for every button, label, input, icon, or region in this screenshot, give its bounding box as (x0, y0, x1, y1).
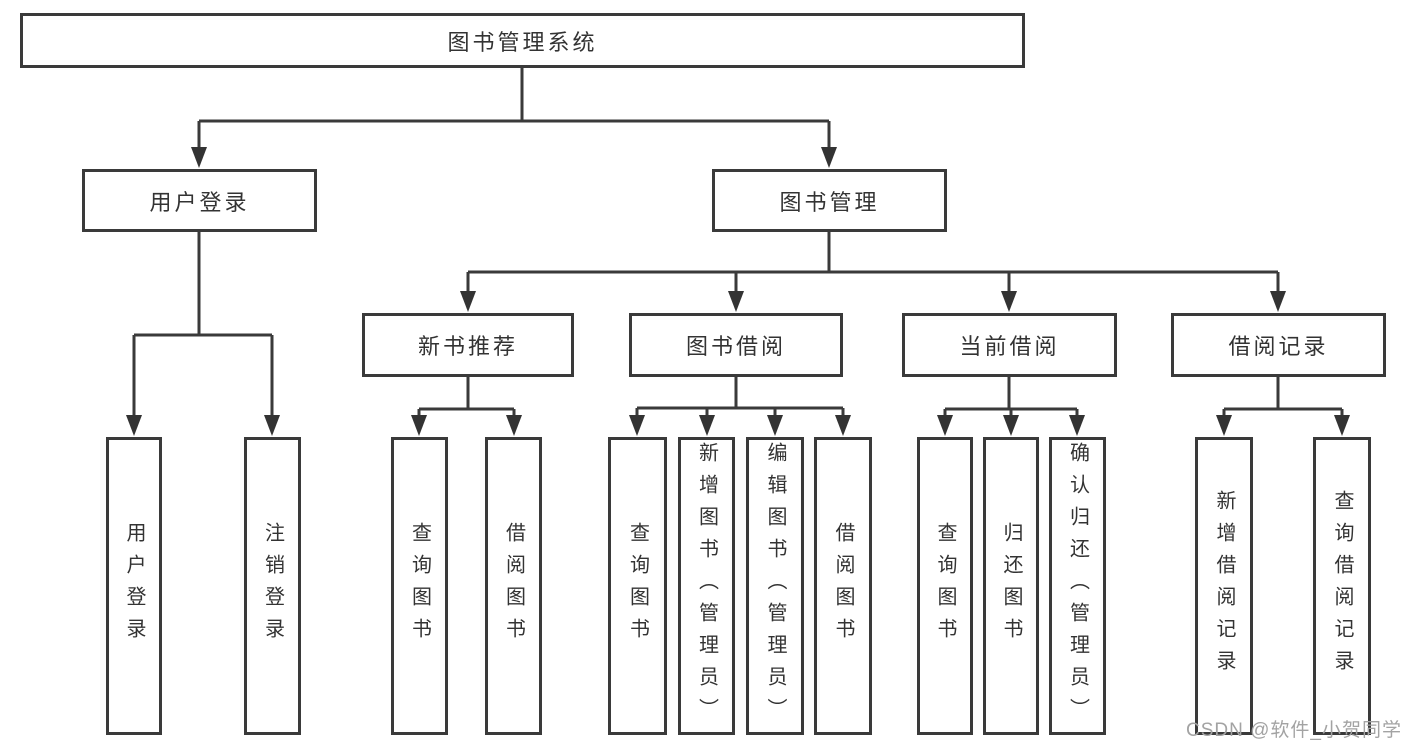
node-label: 图书管理 (779, 189, 880, 215)
node-label: 注销登录 (261, 522, 284, 650)
node-label: 查询图书 (934, 522, 956, 650)
node-label: 新书推荐 (417, 334, 518, 359)
node-label: 图书借阅 (685, 334, 786, 359)
arrowhead (264, 415, 280, 436)
node-user-login-leaf: 用户登录 (106, 437, 162, 735)
arrowhead (1001, 291, 1017, 312)
node-query-book-1: 查询图书 (391, 437, 448, 735)
node-query-book-2: 查询图书 (608, 437, 667, 735)
node-label: 确认归还（管理员） (1066, 442, 1089, 730)
node-borrow-book-1: 借阅图书 (485, 437, 542, 735)
node-label: 归还图书 (1000, 522, 1022, 650)
connector-new-book-rec-to-leaves (411, 377, 522, 436)
connector-current-borrow-to-leaves (937, 377, 1085, 436)
arrowhead (506, 415, 522, 436)
node-label: 当前借阅 (959, 334, 1060, 359)
node-logout-leaf: 注销登录 (244, 437, 301, 735)
connector-root-to-level2 (191, 68, 837, 168)
node-label: 借阅图书 (832, 522, 854, 650)
arrowhead (1270, 291, 1286, 312)
node-label: 图书管理系统 (447, 29, 598, 55)
node-root: 图书管理系统 (20, 13, 1025, 68)
node-label: 查询图书 (626, 522, 649, 650)
node-query-book-3: 查询图书 (917, 437, 973, 735)
connector-book-mgmt-to-level3 (460, 232, 1286, 312)
node-user-login-branch: 用户登录 (82, 169, 317, 232)
arrowhead (728, 291, 744, 312)
watermark: CSDN @软件_小贺同学 (1186, 720, 1402, 741)
connector-user-login-to-leaves (126, 232, 280, 436)
connector-book-borrow-to-leaves (629, 377, 851, 436)
arrowhead (191, 147, 207, 168)
arrowhead (1069, 415, 1085, 436)
node-edit-book: 编辑图书（管理员） (746, 437, 804, 735)
node-book-borrow: 图书借阅 (629, 313, 843, 377)
arrowhead (411, 415, 427, 436)
node-new-book-rec: 新书推荐 (362, 313, 574, 377)
node-label: 用户登录 (149, 189, 250, 215)
node-query-borrow-record: 查询借阅记录 (1313, 437, 1371, 735)
node-label: 查询借阅记录 (1331, 490, 1353, 682)
node-label: 新增借阅记录 (1213, 490, 1235, 682)
node-confirm-return: 确认归还（管理员） (1049, 437, 1106, 735)
arrowhead (821, 147, 837, 168)
arrowhead (937, 415, 953, 436)
node-book-mgmt-branch: 图书管理 (712, 169, 947, 232)
node-label: 新增图书（管理员） (695, 442, 718, 730)
arrowhead (460, 291, 476, 312)
arrowhead (1003, 415, 1019, 436)
arrowhead (835, 415, 851, 436)
node-borrow-book-2: 借阅图书 (814, 437, 872, 735)
arrowhead (126, 415, 142, 436)
node-current-borrow: 当前借阅 (902, 313, 1117, 377)
arrowhead (629, 415, 645, 436)
node-add-book: 新增图书（管理员） (678, 437, 735, 735)
node-label: 查询图书 (408, 522, 431, 650)
arrowhead (1334, 415, 1350, 436)
node-label: 用户登录 (123, 522, 145, 650)
connector-borrow-record-to-leaves (1216, 377, 1350, 436)
arrowhead (699, 415, 715, 436)
arrowhead (1216, 415, 1232, 436)
node-borrow-record: 借阅记录 (1171, 313, 1386, 377)
node-label: 借阅记录 (1228, 334, 1329, 359)
node-add-borrow-record: 新增借阅记录 (1195, 437, 1253, 735)
arrowhead (767, 415, 783, 436)
node-label: 编辑图书（管理员） (764, 442, 786, 730)
node-return-book: 归还图书 (983, 437, 1039, 735)
node-label: 借阅图书 (502, 522, 525, 650)
